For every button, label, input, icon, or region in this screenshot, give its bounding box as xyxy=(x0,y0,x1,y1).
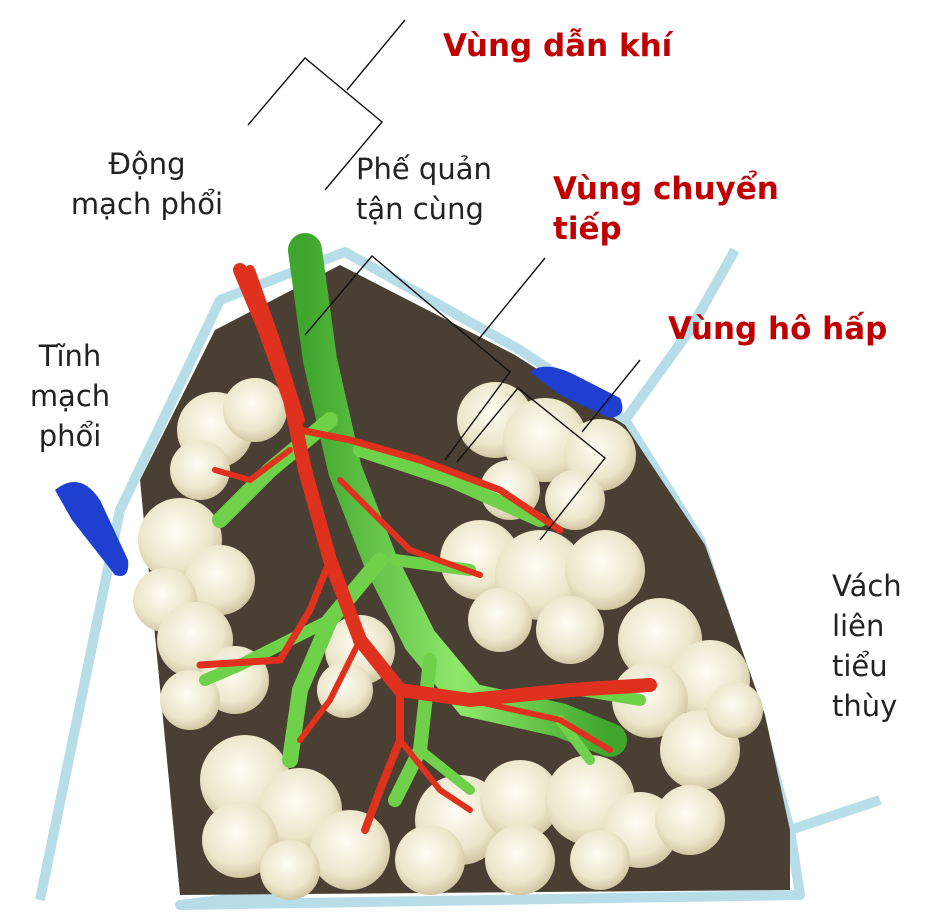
transitional-zone-line1: Vùng chuyển xyxy=(553,169,779,209)
terminal-bronchiole-label: Phế quản tận cùng xyxy=(356,149,492,229)
pulmonary-artery-label: Động mạch phổi xyxy=(52,144,242,224)
conducting-zone-label: Vùng dẫn khí xyxy=(443,26,672,66)
pulmonary-vein-line1: Tĩnh xyxy=(10,336,130,376)
septum-line4: thùy xyxy=(832,686,902,726)
septum-line2: liên xyxy=(832,606,902,646)
septum-line1: Vách xyxy=(832,566,902,606)
septum-line3: tiểu xyxy=(832,646,902,686)
pulmonary-artery-line1: Động xyxy=(52,144,242,184)
terminal-bronchiole-line2: tận cùng xyxy=(356,189,492,229)
pulmonary-vein-label: Tĩnh mạch phổi xyxy=(10,336,130,456)
transitional-zone-label: Vùng chuyển tiếp xyxy=(553,169,779,249)
transitional-zone-line2: tiếp xyxy=(553,209,779,249)
pulmonary-vein-line3: phổi xyxy=(10,416,130,456)
respiratory-zone-label: Vùng hô hấp xyxy=(668,309,887,349)
pulmonary-vein-line2: mạch xyxy=(10,376,130,416)
pulmonary-artery-line2: mạch phổi xyxy=(52,184,242,224)
interlobular-septum-label: Vách liên tiểu thùy xyxy=(832,566,902,726)
terminal-bronchiole-line1: Phế quản xyxy=(356,149,492,189)
